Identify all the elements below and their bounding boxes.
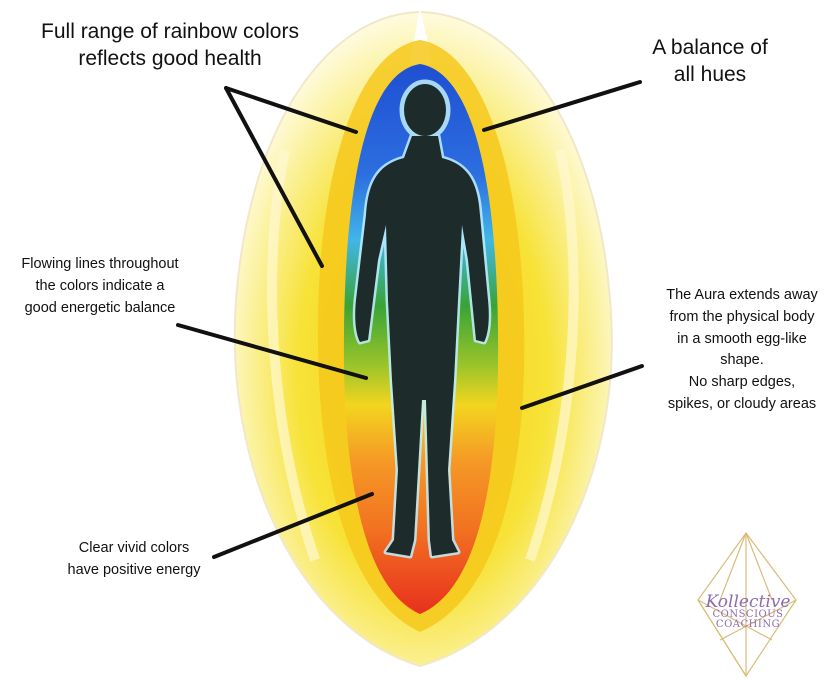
- label-flowing-line3: good energetic balance: [4, 298, 196, 320]
- label-balance-line1: A balance of: [620, 34, 800, 61]
- label-aura-line2: from the physical body: [652, 307, 832, 329]
- label-clear-line2: have positive energy: [44, 560, 224, 582]
- label-aura-line6: spikes, or cloudy areas: [652, 394, 832, 416]
- label-rainbow-line1: Full range of rainbow colors: [22, 18, 318, 45]
- label-balance-line2: all hues: [620, 61, 800, 88]
- label-aura-line5: No sharp edges,: [652, 372, 832, 394]
- label-aura-line1: The Aura extends away: [652, 285, 832, 307]
- label-flowing-line2: the colors indicate a: [4, 276, 196, 298]
- label-aura-line4: shape.: [652, 350, 832, 372]
- logo-line3: COACHING: [700, 620, 796, 630]
- label-clear-line1: Clear vivid colors: [44, 538, 224, 560]
- label-aura: The Aura extends away from the physical …: [652, 285, 832, 416]
- label-clear: Clear vivid colors have positive energy: [44, 538, 224, 582]
- label-rainbow: Full range of rainbow colors reflects go…: [22, 18, 318, 73]
- label-aura-line3: in a smooth egg-like: [652, 329, 832, 351]
- label-balance: A balance of all hues: [620, 34, 800, 89]
- label-flowing: Flowing lines throughout the colors indi…: [4, 254, 196, 319]
- label-flowing-line1: Flowing lines throughout: [4, 254, 196, 276]
- logo-text: Kollective CONSCIOUS COACHING: [700, 594, 796, 630]
- label-rainbow-line2: reflects good health: [22, 45, 318, 72]
- logo-line1: Kollective: [700, 594, 796, 610]
